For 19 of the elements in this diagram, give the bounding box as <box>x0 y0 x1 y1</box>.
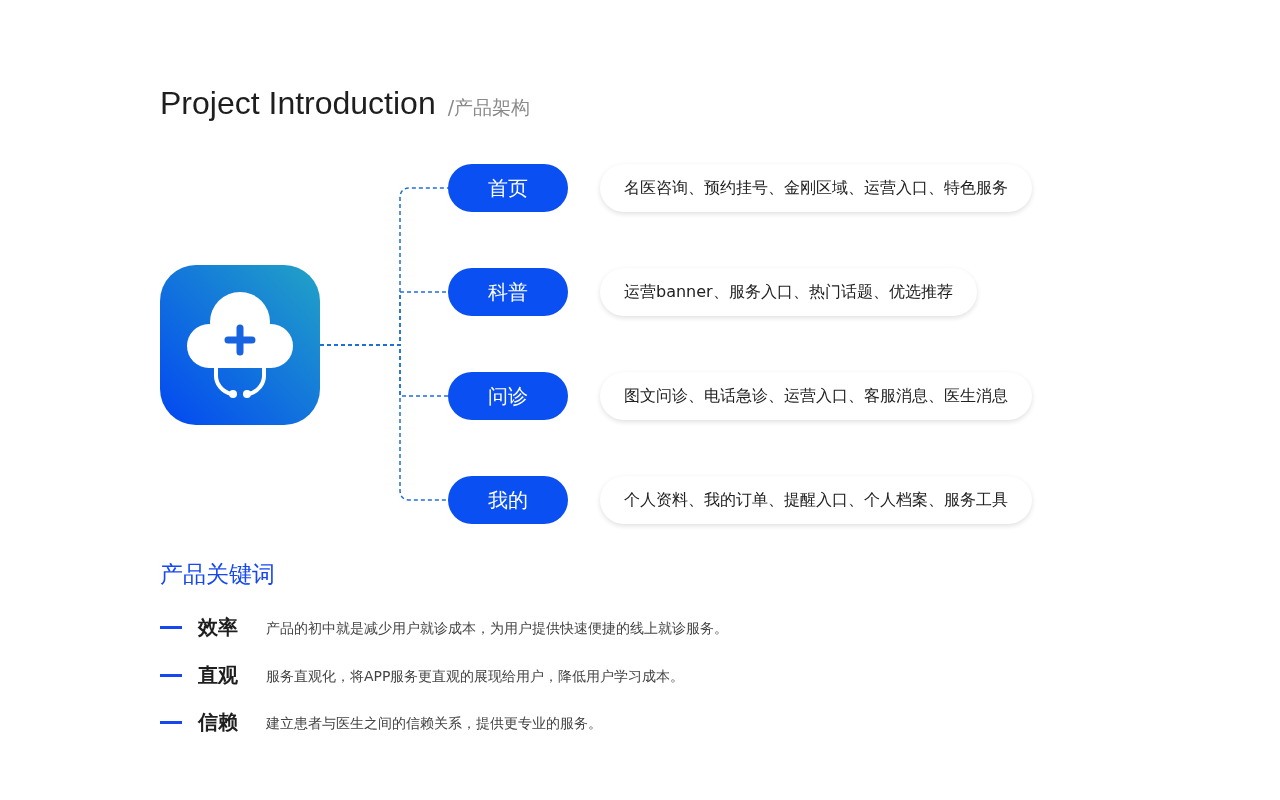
dashed-connector <box>319 344 449 501</box>
keyword: 效率 <box>198 614 238 641</box>
module-pill: 问诊 <box>448 372 568 420</box>
keyword-description: 产品的初中就是减少用户就诊成本，为用户提供快速便捷的线上就诊服务。 <box>266 619 728 638</box>
keyword-description: 服务直观化，将APP服务更直观的展现给用户，降低用户学习成本。 <box>266 667 685 686</box>
section-heading: 产品关键词 <box>160 560 275 588</box>
title: Project Introduction <box>160 84 436 122</box>
feature-card: 图文问诊、电话急诊、运营入口、客服消息、医生消息 <box>600 372 1032 420</box>
keyword: 信赖 <box>198 709 238 736</box>
subtitle: /产品架构 <box>447 95 531 120</box>
module-pill: 我的 <box>448 476 568 524</box>
feature-card: 名医咨询、预约挂号、金刚区域、运营入口、特色服务 <box>600 164 1032 212</box>
cloud-app-icon <box>160 265 320 425</box>
feature-card: 运营banner、服务入口、热门话题、优选推荐 <box>600 268 977 316</box>
keyword-description: 建立患者与医生之间的信赖关系，提供更专业的服务。 <box>266 714 602 733</box>
module-pill: 科普 <box>448 268 568 316</box>
feature-card: 个人资料、我的订单、提醒入口、个人档案、服务工具 <box>600 476 1032 524</box>
keyword: 直观 <box>198 662 238 689</box>
module-pill: 首页 <box>448 164 568 212</box>
